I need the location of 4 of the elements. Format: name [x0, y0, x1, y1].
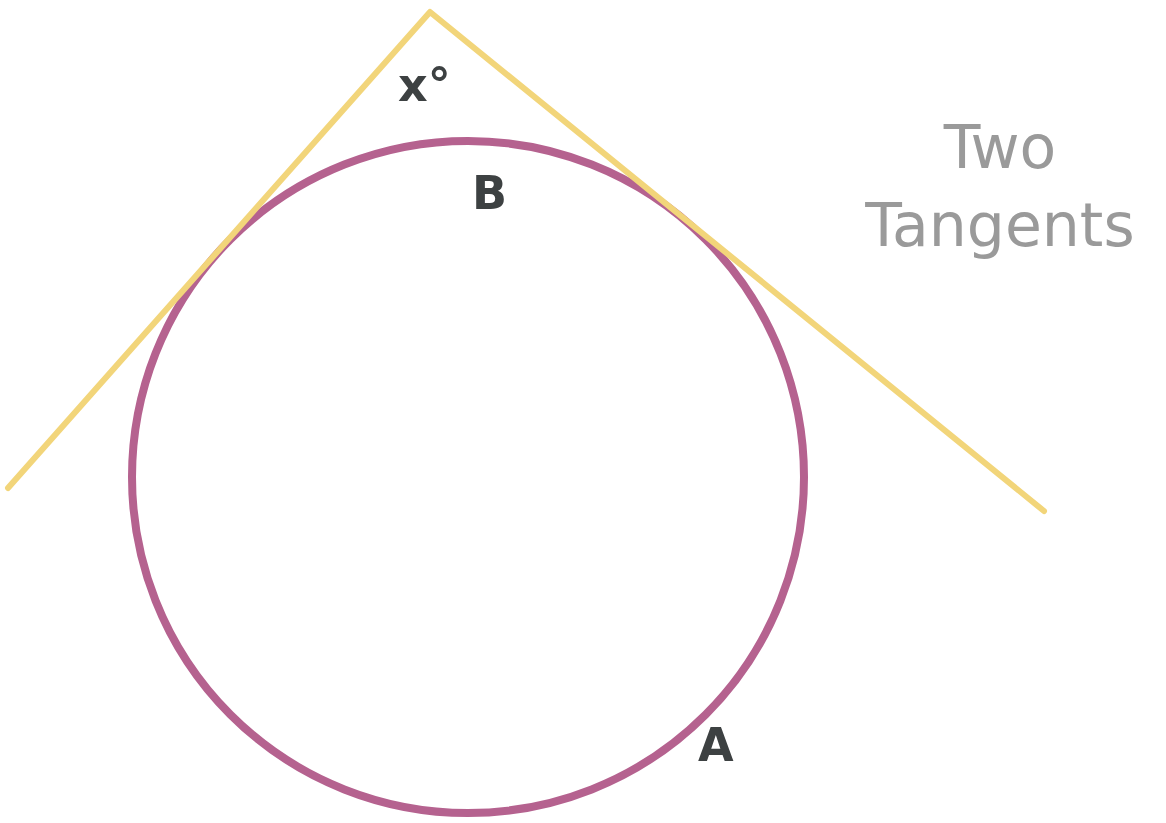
- point-label: A: [698, 722, 734, 768]
- title: Two Tangents: [864, 111, 1136, 262]
- point-label: x°: [398, 62, 451, 108]
- point-label: B: [472, 170, 508, 216]
